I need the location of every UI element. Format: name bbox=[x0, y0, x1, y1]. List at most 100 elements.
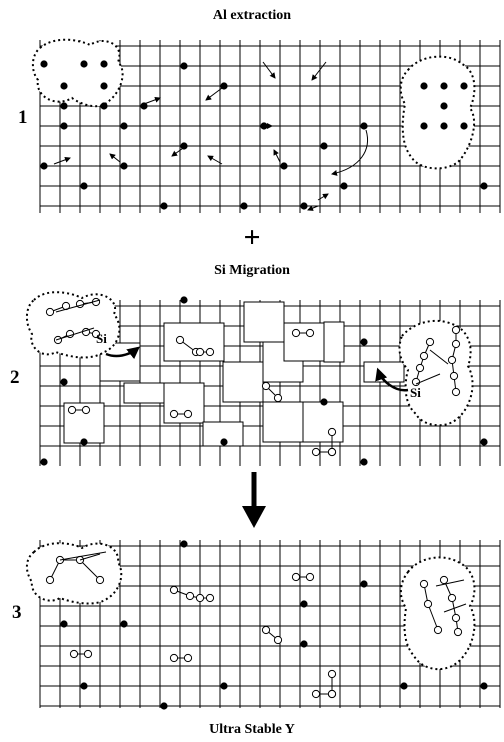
arrow-icon bbox=[144, 98, 160, 104]
hollow-circle-icon bbox=[206, 594, 213, 601]
hollow-circle-icon bbox=[46, 576, 53, 583]
filled-circle-icon bbox=[480, 682, 487, 689]
filled-circle-icon bbox=[180, 540, 187, 547]
hollow-circle-icon bbox=[452, 340, 459, 347]
filled-circle-icon bbox=[40, 458, 47, 465]
si-label-right: Si bbox=[410, 385, 421, 400]
hollow-circle-icon bbox=[196, 594, 203, 601]
filled-circle-icon bbox=[340, 182, 347, 189]
filled-circle-icon bbox=[60, 82, 67, 89]
hollow-circle-icon bbox=[420, 352, 427, 359]
hollow-circle-icon bbox=[292, 573, 299, 580]
dotted-cluster-outline bbox=[401, 557, 475, 669]
annotations bbox=[54, 62, 408, 528]
arrow-icon bbox=[172, 146, 186, 156]
filled-circle-icon bbox=[80, 60, 87, 67]
filled-circle-icon bbox=[180, 296, 187, 303]
filled-circle-icon bbox=[160, 702, 167, 709]
hollow-circle-icon bbox=[274, 394, 281, 401]
hollow-circle-icon bbox=[84, 650, 91, 657]
filled-circle-icon bbox=[180, 62, 187, 69]
filled-circle-icon bbox=[220, 682, 227, 689]
filled-circle-icon bbox=[220, 438, 227, 445]
filled-circle-icon bbox=[360, 122, 367, 129]
dotted-cluster-outline bbox=[401, 57, 475, 169]
hollow-circle-icon bbox=[184, 654, 191, 661]
hollow-circle-icon bbox=[452, 326, 459, 333]
hollow-circle-icon bbox=[328, 448, 335, 455]
vacancy-cell bbox=[324, 322, 344, 362]
filled-circle-icon bbox=[80, 438, 87, 445]
arrow-icon bbox=[308, 206, 318, 210]
dotted-cluster-outline bbox=[400, 321, 473, 425]
panel-ultra-stable bbox=[27, 540, 500, 710]
filled-circle-icon bbox=[60, 378, 67, 385]
dotted-cluster-outline bbox=[33, 40, 123, 106]
hollow-circle-icon bbox=[186, 592, 193, 599]
filled-circle-icon bbox=[360, 458, 367, 465]
hollow-circle-icon bbox=[312, 690, 319, 697]
hollow-circle-icon bbox=[426, 338, 433, 345]
hollow-circle-icon bbox=[434, 626, 441, 633]
filled-circle-icon bbox=[360, 580, 367, 587]
filled-circle-icon bbox=[60, 122, 67, 129]
hollow-circle-icon bbox=[312, 448, 319, 455]
hollow-circle-icon bbox=[274, 636, 281, 643]
filled-circle-icon bbox=[480, 182, 487, 189]
filled-circle-icon bbox=[460, 82, 467, 89]
vacancy-cell bbox=[303, 402, 343, 442]
filled-circle-icon bbox=[160, 202, 167, 209]
filled-circle-icon bbox=[460, 122, 467, 129]
filled-circle-icon bbox=[320, 398, 327, 405]
filled-circle-icon bbox=[440, 122, 447, 129]
filled-circle-icon bbox=[400, 682, 407, 689]
hollow-circle-icon bbox=[454, 628, 461, 635]
hollow-circle-icon bbox=[184, 410, 191, 417]
filled-circle-icon bbox=[180, 142, 187, 149]
hollow-circle-icon bbox=[262, 382, 269, 389]
filled-circle-icon bbox=[240, 202, 247, 209]
vacancy-cell bbox=[164, 383, 204, 423]
filled-circle-icon bbox=[360, 338, 367, 345]
vacancy-cell bbox=[263, 402, 303, 442]
filled-circle-icon bbox=[300, 202, 307, 209]
panel-si-migration bbox=[27, 292, 500, 466]
filled-circle-icon bbox=[420, 82, 427, 89]
hollow-circle-icon bbox=[196, 348, 203, 355]
filled-circle-icon bbox=[60, 102, 67, 109]
hollow-circle-icon bbox=[96, 576, 103, 583]
filled-circle-icon bbox=[440, 102, 447, 109]
vacancy-cell bbox=[124, 383, 164, 403]
hollow-circle-icon bbox=[170, 586, 177, 593]
filled-circle-icon bbox=[100, 82, 107, 89]
dotted-cluster-outline bbox=[27, 543, 121, 603]
filled-circle-icon bbox=[300, 640, 307, 647]
hollow-circle-icon bbox=[440, 576, 447, 583]
filled-circle-icon bbox=[280, 162, 287, 169]
hollow-circle-icon bbox=[170, 654, 177, 661]
arrow-icon bbox=[263, 62, 275, 78]
hollow-circle-icon bbox=[452, 614, 459, 621]
arrow-icon bbox=[54, 158, 70, 164]
filled-circle-icon bbox=[480, 438, 487, 445]
hollow-circle-icon bbox=[292, 329, 299, 336]
down-arrow-icon bbox=[242, 506, 266, 528]
si-label-left: Si bbox=[96, 331, 107, 346]
filled-circle-icon bbox=[80, 182, 87, 189]
filled-circle-icon bbox=[80, 682, 87, 689]
dotted-cluster-outline bbox=[27, 292, 120, 357]
filled-circle-icon bbox=[420, 122, 427, 129]
vacancy-cell bbox=[223, 362, 263, 402]
vacancy-cell bbox=[244, 302, 284, 342]
vacancy-cell bbox=[284, 323, 324, 361]
hollow-circle-icon bbox=[46, 308, 53, 315]
filled-circle-icon bbox=[60, 620, 67, 627]
hollow-circle-icon bbox=[262, 626, 269, 633]
arrow-icon bbox=[312, 62, 326, 80]
filled-circle-icon bbox=[120, 162, 127, 169]
arrow-icon bbox=[332, 130, 368, 174]
hollow-circle-icon bbox=[306, 329, 313, 336]
hollow-circle-icon bbox=[328, 690, 335, 697]
hollow-circle-icon bbox=[54, 336, 61, 343]
